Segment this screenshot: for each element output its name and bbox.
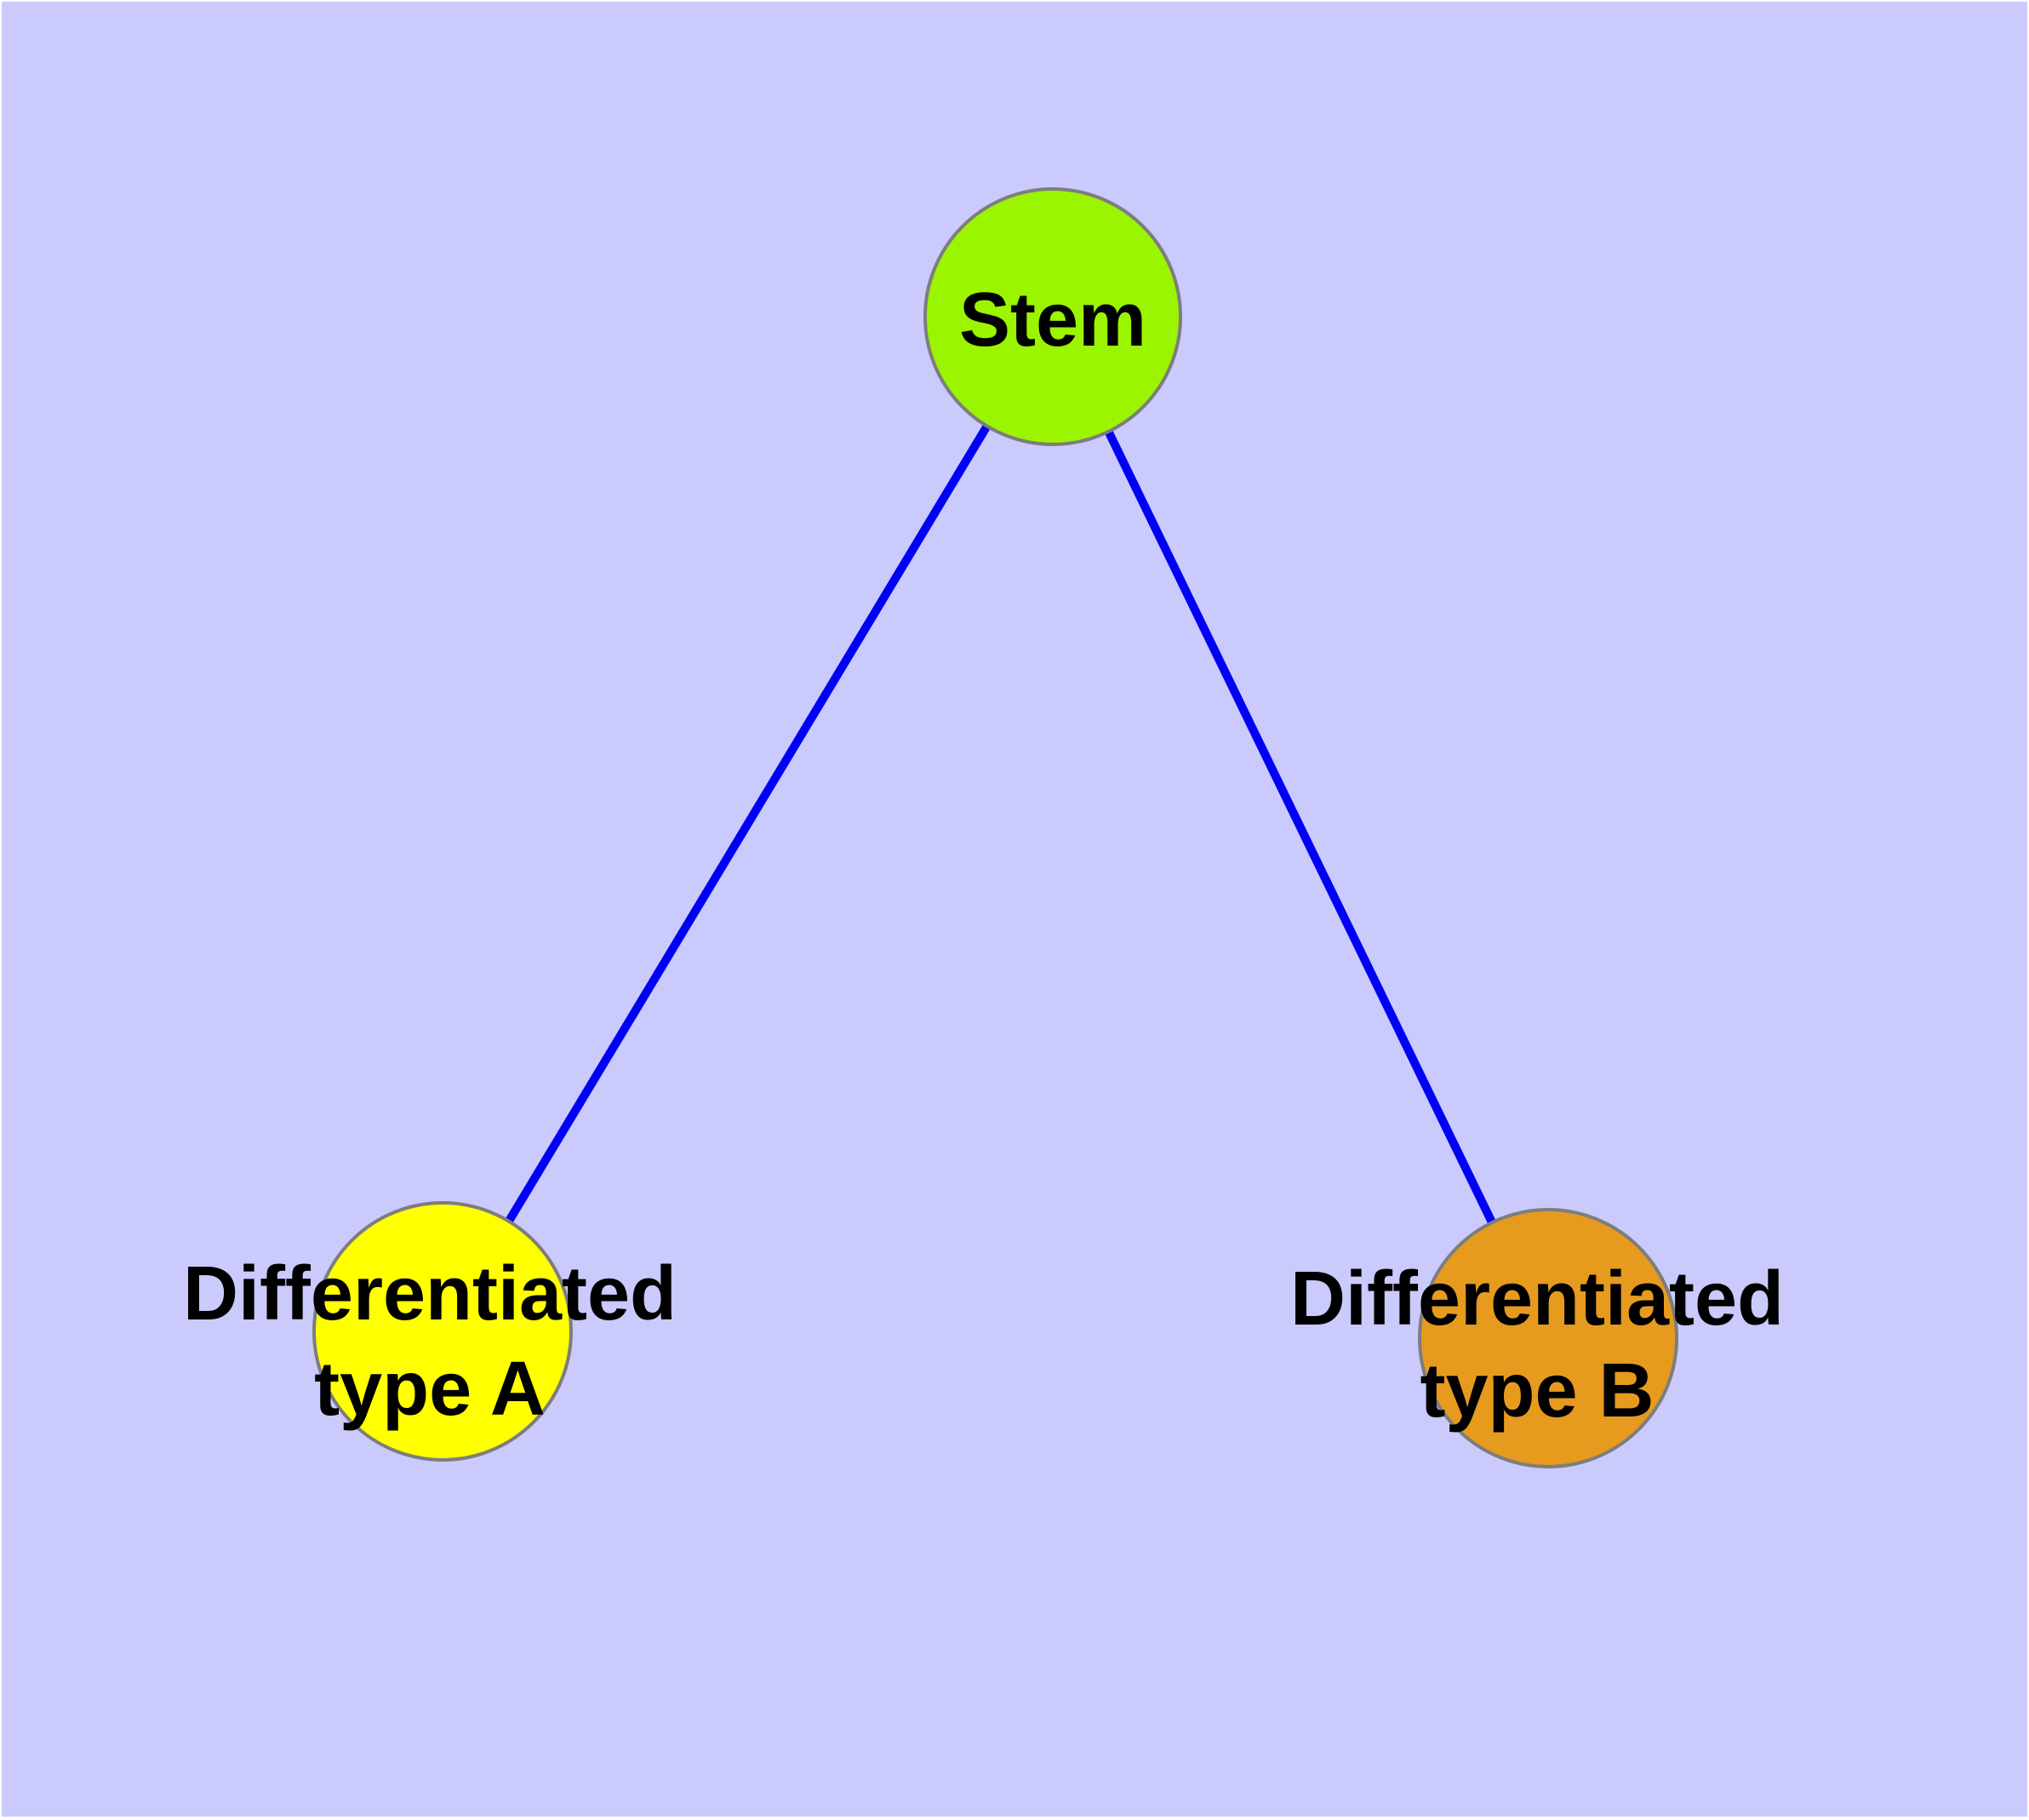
node-stem-circle <box>923 187 1182 446</box>
node-differentiated-type-b-label-line2: type B <box>1420 1348 1654 1434</box>
node-differentiated-type-b-circle <box>1418 1208 1678 1468</box>
edge-stem-to-type-a <box>438 314 1057 1334</box>
node-differentiated-type-a-label-line2: type A <box>314 1347 546 1432</box>
node-stem-label: Stem <box>959 278 1146 363</box>
node-differentiated-type-a-label-line1: Differentiated <box>183 1251 677 1336</box>
edge-stem-to-type-b <box>1049 314 1552 1341</box>
node-differentiated-type-a-circle <box>312 1201 573 1462</box>
node-differentiated-type-b-label-line1: Differentiated <box>1290 1256 1784 1342</box>
